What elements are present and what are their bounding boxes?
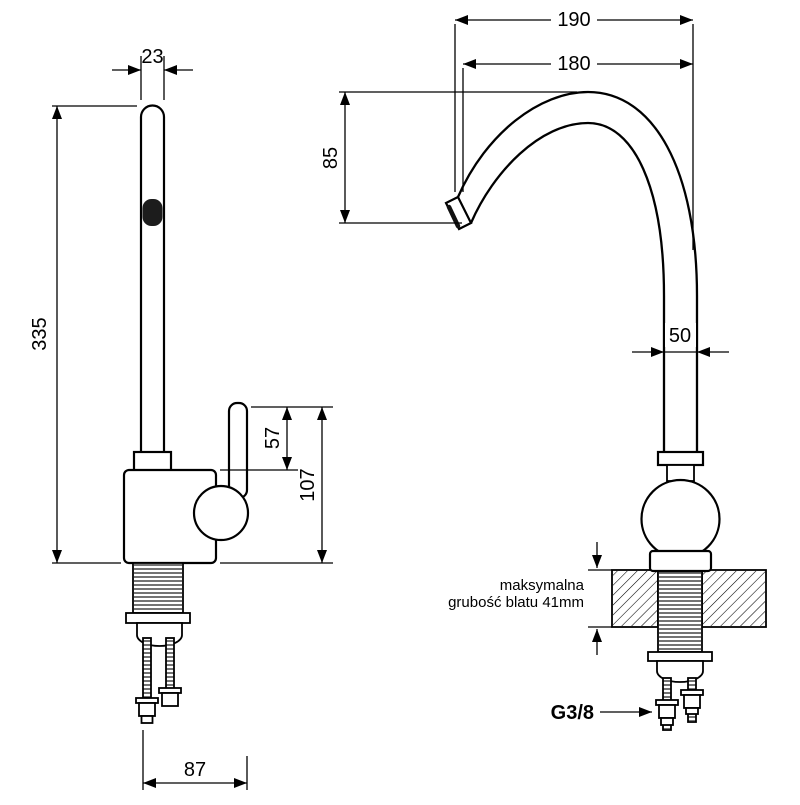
dim-spout-drop-label: 85: [320, 147, 342, 169]
left-stud-threads: [143, 639, 151, 699]
dim-total-height: 335: [29, 105, 137, 564]
counter-note-line1: maksymalna: [500, 577, 585, 594]
thread-size-label: G3/8: [551, 702, 594, 724]
handle-joint: [192, 484, 250, 542]
counter-note-line2: grubość blatu 41mm: [448, 594, 584, 611]
thread-size-callout: G3/8: [551, 702, 652, 724]
handle-lever: [227, 401, 249, 500]
shank-threads: [134, 564, 182, 612]
front-right-stud-tip: [685, 707, 699, 715]
left-stud-tip: [140, 715, 154, 724]
dim-body-height-label: 107: [297, 468, 319, 501]
left-nut: [138, 702, 156, 717]
washer-front: [647, 651, 713, 662]
dim-reach-inner-label: 180: [557, 53, 590, 75]
dim-base-depth-label: 87: [184, 759, 206, 781]
dim-body-height: 107: [220, 407, 333, 564]
spout-inner-curve: [469, 121, 666, 452]
aerator-outlet: [142, 199, 163, 226]
front-left-nut: [658, 704, 676, 719]
dim-reach-inner: 180: [462, 53, 693, 192]
dim-spout-width: 23: [112, 46, 193, 100]
dim-handle-height-label: 57: [262, 427, 284, 449]
front-right-nut: [683, 694, 701, 709]
dim-body-width: 50: [632, 323, 729, 357]
slab-right-hatch: [703, 571, 765, 626]
counter-thickness-note: maksymalna grubość blatu 41mm: [448, 542, 612, 655]
dim-base-depth: 87: [142, 730, 248, 790]
dim-body-width-gap: [665, 323, 696, 347]
front-view: [444, 90, 767, 731]
slab-left-hatch: [613, 571, 657, 626]
column-collar: [656, 450, 705, 467]
bracket-front: [656, 660, 704, 683]
base-flange: [648, 549, 713, 573]
mounting-plate: [125, 612, 191, 624]
side-view: [122, 104, 250, 724]
front-left-stud-tip: [660, 717, 674, 726]
body-sphere: [640, 478, 721, 560]
right-nut: [161, 692, 179, 707]
dim-handle-height: 57: [220, 406, 333, 471]
dim-total-height-label: 335: [29, 317, 51, 350]
dim-spout-width-label: 23: [141, 46, 163, 68]
dim-spout-drop: 85: [320, 91, 577, 224]
spout-outer-curve: [456, 90, 699, 452]
shank-front-threads: [659, 571, 701, 651]
dim-reach-outer: 190: [454, 9, 694, 250]
dim-reach-outer-label: 190: [557, 9, 590, 31]
column-neck: [666, 464, 695, 482]
spout-tube: [139, 104, 166, 472]
dim-body-width-label: 50: [669, 325, 691, 347]
spout-tip-cap: [444, 195, 473, 231]
right-stud-threads: [166, 639, 174, 689]
